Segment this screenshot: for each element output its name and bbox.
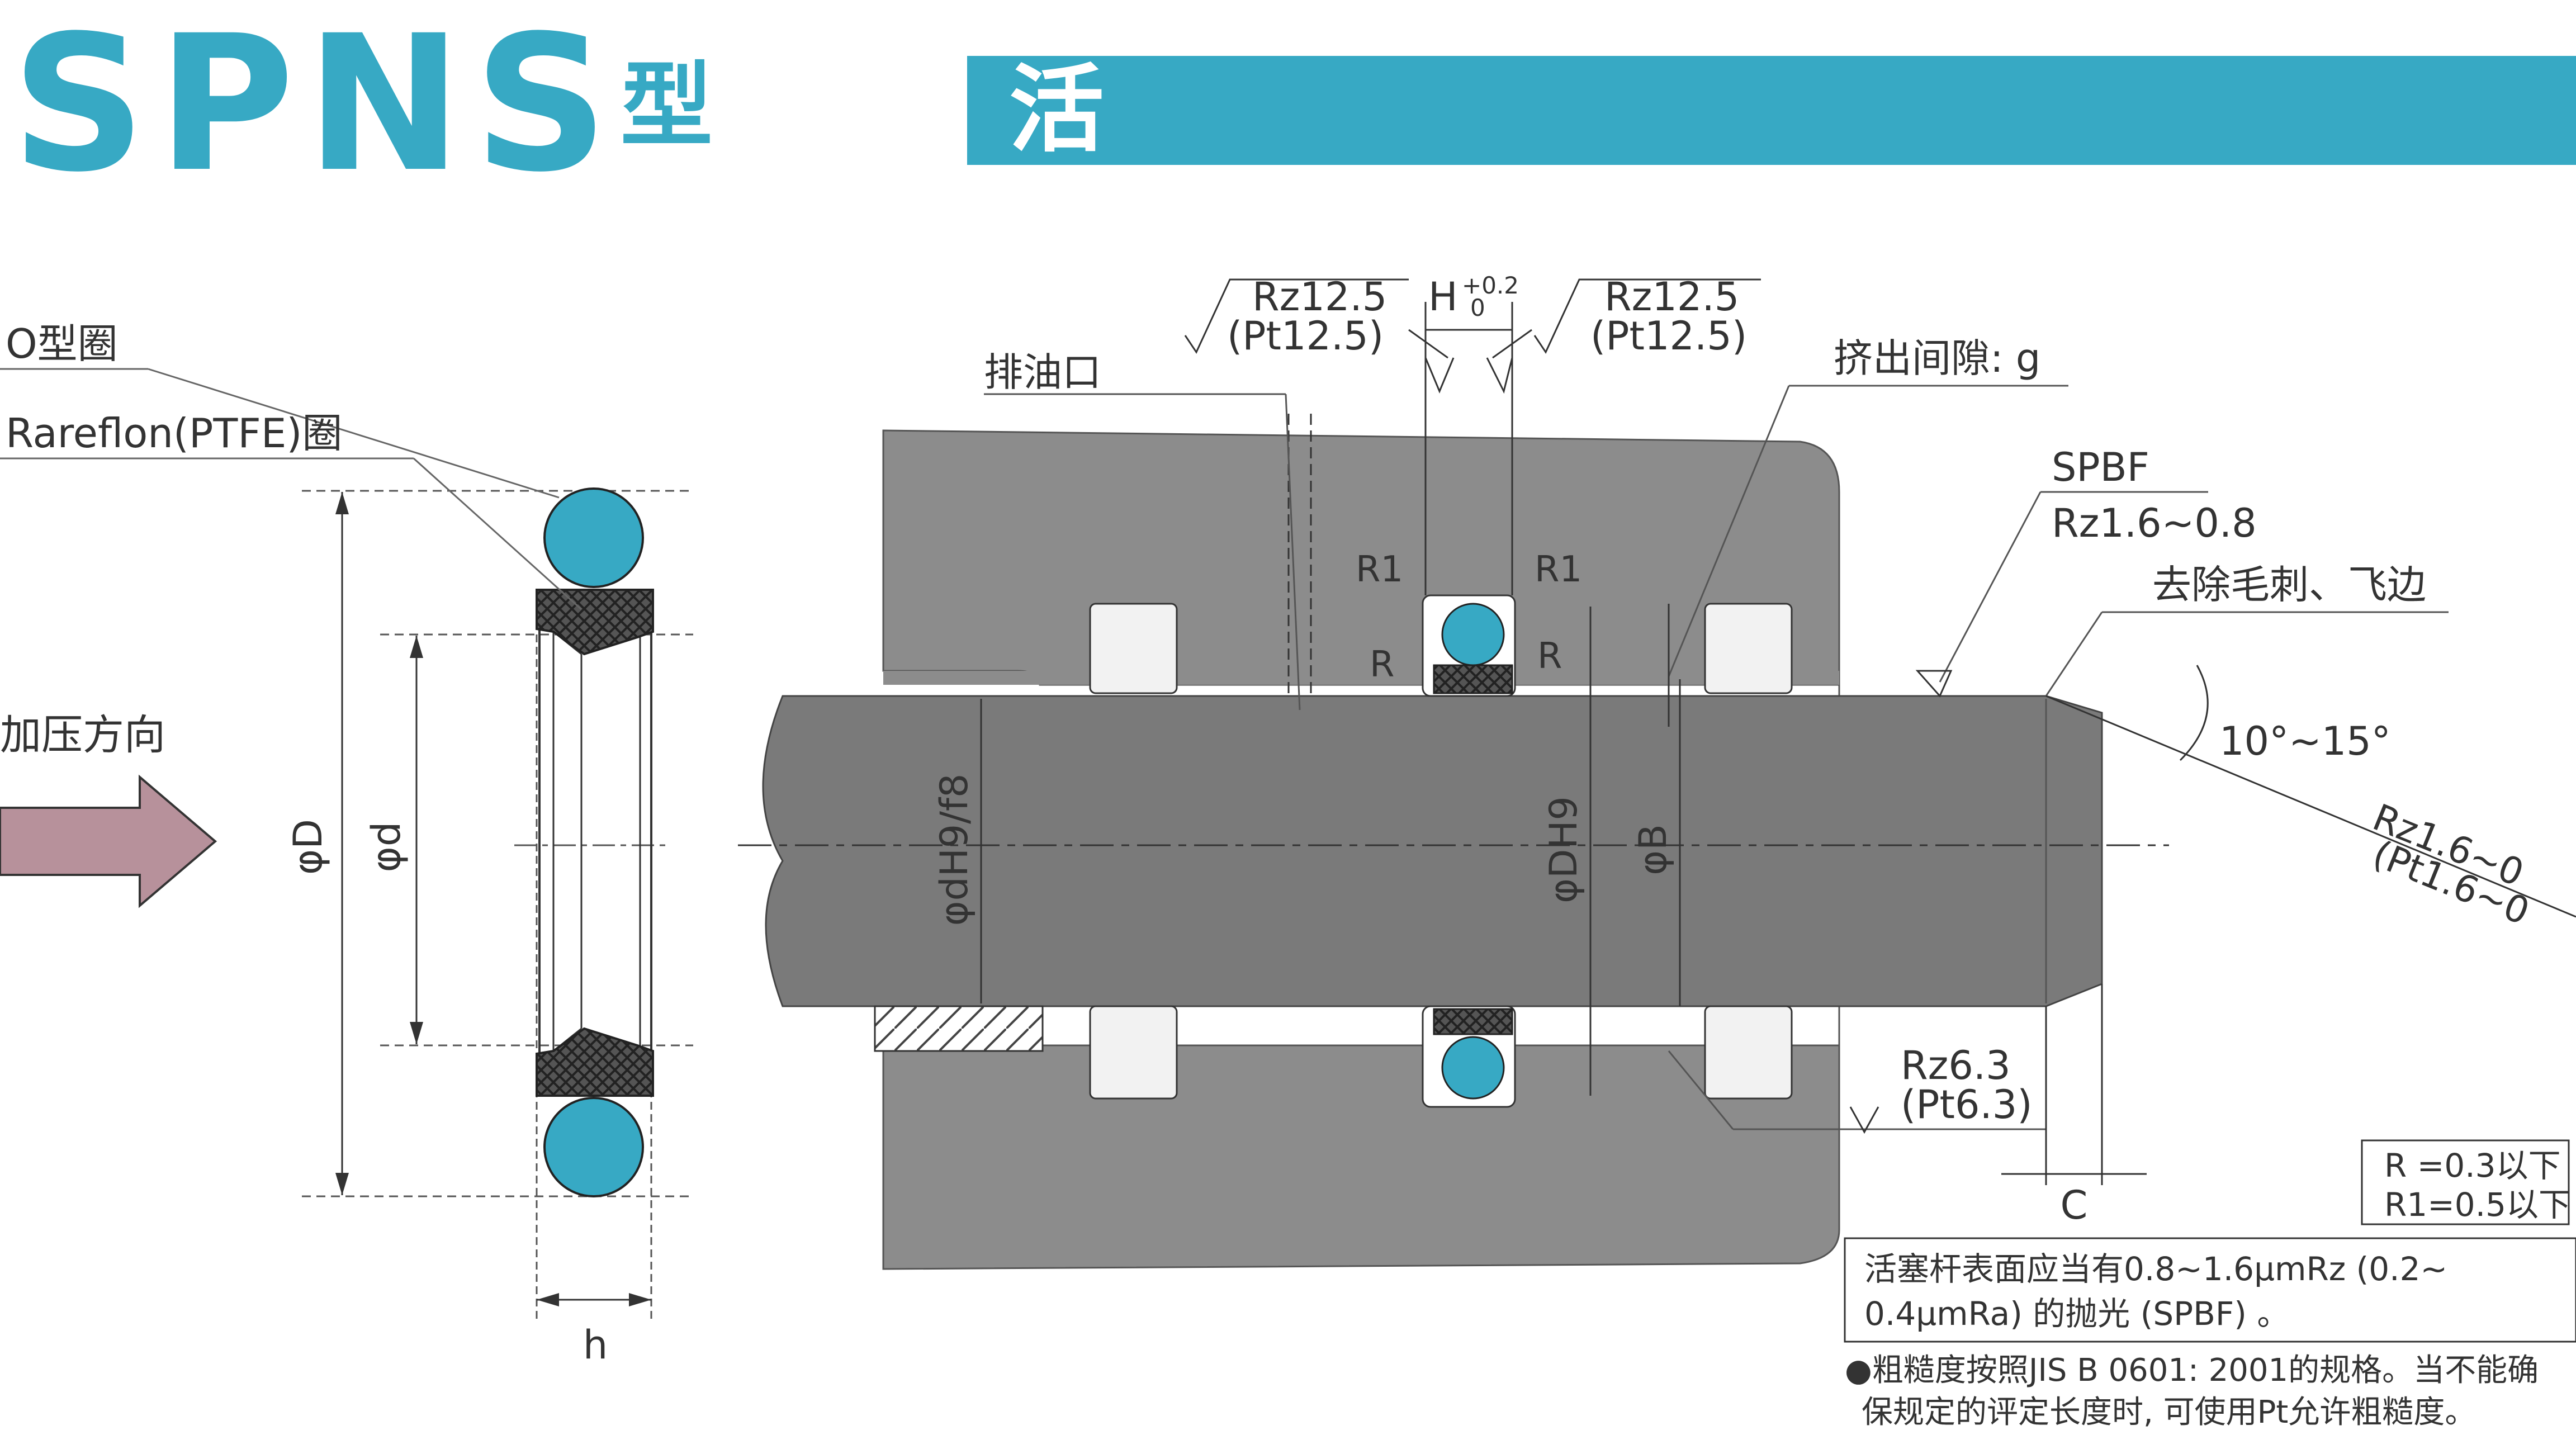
- note-line-2: 0.4μmRa) 的抛光 (SPBF) 。: [1864, 1295, 2289, 1333]
- phi-DH9-label: φDH9: [1542, 796, 1586, 903]
- H-label: H: [1428, 274, 1458, 320]
- polish-note-box: 活塞杆表面应当有0.8~1.6μmRz (0.2~ 0.4μmRa) 的抛光 (…: [1844, 1237, 2576, 1343]
- o-ring-label: O型圈: [6, 320, 118, 367]
- H-upper-tolerance: +0.2: [1462, 272, 1519, 299]
- R1-right-label: R1: [1535, 549, 1582, 590]
- C-label: C: [2061, 1182, 2088, 1228]
- R-right-label: R: [1537, 636, 1562, 677]
- seal-cross-section: φD φd h O型圈 Rareflon(PTFE)圈 加压方向: [0, 320, 693, 1368]
- angle-label: 10°~15°: [2219, 718, 2391, 764]
- spbf-rz-label: Rz1.6~0.8: [2052, 500, 2257, 546]
- model-title: SPNS: [11, 0, 620, 214]
- pressure-direction-label: 加压方向: [0, 711, 165, 759]
- rz-right-1: Rz12.5: [1604, 274, 1739, 320]
- phi-B-label: φB: [1631, 824, 1675, 875]
- h-label: h: [583, 1322, 608, 1368]
- phi-dH9f8-label: φdH9/f8: [932, 774, 977, 926]
- rz63-1: Rz6.3: [1901, 1043, 2011, 1088]
- H-lower-tolerance: 0: [1470, 294, 1485, 321]
- note-line-1: 活塞杆表面应当有0.8~1.6μmRz (0.2~: [1864, 1250, 2447, 1288]
- spbf-label: SPBF: [2052, 444, 2149, 490]
- r-spec-box: R =0.3以下 R1=0.5以下: [2361, 1139, 2571, 1225]
- rz-left-2: (Pt12.5): [1227, 313, 1384, 359]
- extrusion-gap-label: 挤出间隙: g: [1834, 335, 2040, 381]
- pressure-arrow-icon: [0, 774, 217, 908]
- phi-D-label: φD: [285, 819, 331, 875]
- R1-left-label: R1: [1356, 549, 1403, 590]
- subtitle-banner: [967, 56, 2576, 165]
- drain-port-label: 排油口: [984, 349, 1101, 395]
- rod: [762, 695, 2103, 1007]
- ptfe-ring-label: Rareflon(PTFE)圈: [6, 410, 342, 457]
- r-spec-2: R1=0.5以下: [2384, 1186, 2571, 1224]
- footnote-line-2: 保规定的评定长度时, 可使用Pt允许粗糙度。: [1862, 1394, 2476, 1431]
- phi-d-label: φd: [363, 822, 409, 873]
- model-suffix: 型: [621, 52, 713, 159]
- R-left-label: R: [1370, 644, 1394, 685]
- rz-right-2: (Pt12.5): [1590, 313, 1747, 359]
- rz63-2: (Pt6.3): [1901, 1082, 2033, 1128]
- installation-diagram: 排油口 H +0.2 0 Rz12.5 (Pt12.5) Rz12.5 (Pt1…: [738, 272, 2576, 1270]
- deburr-label: 去除毛刺、飞边: [2152, 562, 2426, 608]
- footnote-line-1: ●粗糙度按照JIS B 0601: 2001的规格。当不能确: [1845, 1352, 2539, 1389]
- r-spec-1: R =0.3以下: [2384, 1147, 2561, 1185]
- rz-left-1: Rz12.5: [1252, 274, 1387, 320]
